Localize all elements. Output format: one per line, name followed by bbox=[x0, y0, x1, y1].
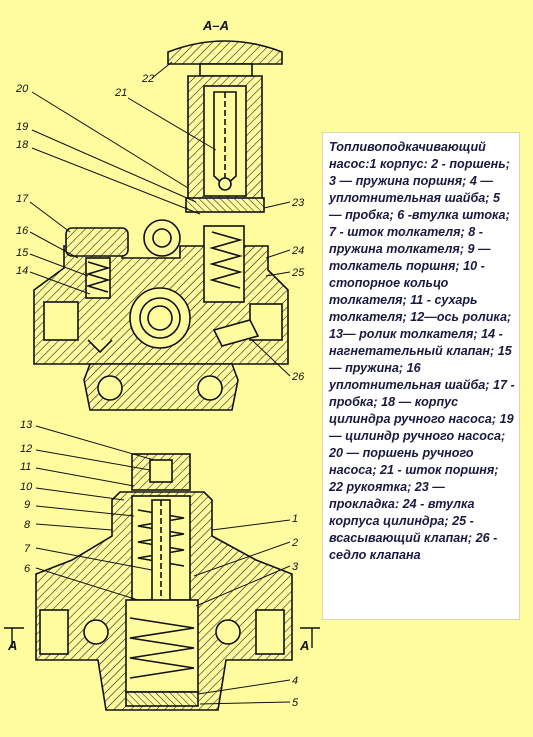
callout-2: 2 bbox=[291, 537, 298, 549]
callout-19: 19 bbox=[16, 121, 28, 133]
callout-22: 22 bbox=[141, 73, 154, 85]
callout-15: 15 bbox=[16, 247, 29, 259]
callout-20: 20 bbox=[15, 83, 29, 95]
section-cut-line bbox=[4, 627, 320, 648]
callout-18: 18 bbox=[16, 139, 29, 151]
callout-6: 6 bbox=[24, 563, 31, 575]
cut-mark-left: А bbox=[7, 638, 17, 653]
pump-body-bottom bbox=[35, 453, 293, 711]
callout-9: 9 bbox=[24, 499, 30, 511]
callout-8: 8 bbox=[24, 519, 31, 531]
callout-16: 16 bbox=[16, 225, 29, 237]
callout-7: 7 bbox=[24, 543, 31, 555]
mount-flange bbox=[83, 363, 239, 411]
callout-24: 24 bbox=[291, 245, 304, 257]
callout-10: 10 bbox=[20, 481, 33, 493]
pump-body-top bbox=[33, 219, 289, 365]
section-mark: А–А bbox=[202, 18, 229, 33]
callout-leaders bbox=[29, 61, 291, 705]
callout-4: 4 bbox=[292, 675, 298, 687]
hand-pump-cylinder bbox=[185, 75, 265, 213]
callout-23: 23 bbox=[291, 197, 305, 209]
callout-13: 13 bbox=[20, 419, 33, 431]
callout-17: 17 bbox=[16, 193, 29, 205]
callout-1: 1 bbox=[292, 513, 298, 525]
callout-3: 3 bbox=[292, 561, 299, 573]
callout-21: 21 bbox=[114, 87, 127, 99]
callout-25: 25 bbox=[291, 267, 305, 279]
callout-5: 5 bbox=[292, 697, 299, 709]
callout-12: 12 bbox=[20, 443, 32, 455]
callout-14: 14 bbox=[16, 265, 28, 277]
callout-26: 26 bbox=[291, 371, 305, 383]
cut-mark-right: А bbox=[299, 638, 309, 653]
callout-11: 11 bbox=[20, 461, 31, 473]
hand-pump-handle bbox=[167, 40, 283, 77]
caption-box: Топливоподкачивающий насос:1 корпус: 2 -… bbox=[322, 132, 520, 620]
